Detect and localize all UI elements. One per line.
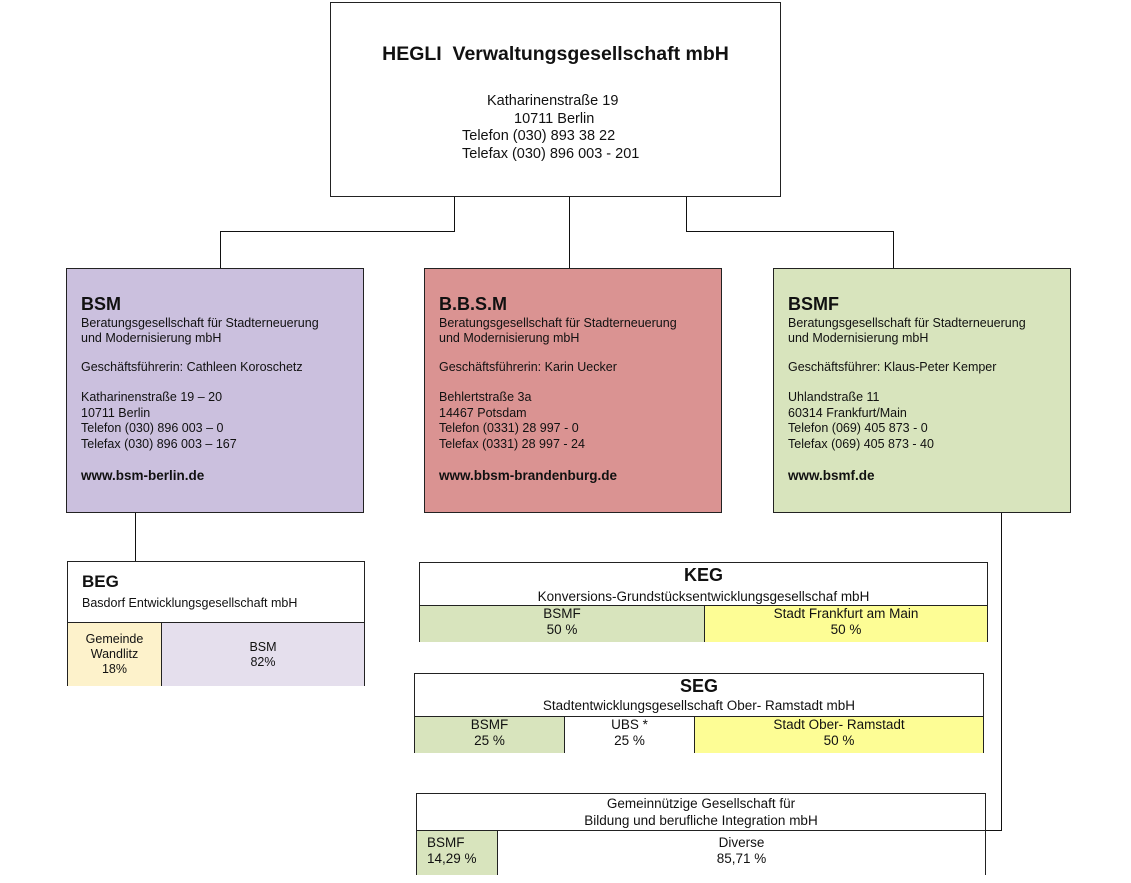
subsidiary-address: Uhlandstraße 11 60314 Frankfurt/Main Tel…: [788, 390, 1070, 452]
parent-fax: Telefax (030) 896 003 - 201: [462, 145, 640, 162]
subsidiary-website-link[interactable]: www.bsm-berlin.de: [81, 468, 205, 483]
gg-full-name-line-2: Bildung und berufliche Integration mbH: [584, 813, 818, 828]
share-holder: Diverse: [718, 835, 765, 850]
share-holder-line-1: Gemeinde: [85, 632, 144, 646]
share-percent: 18%: [101, 662, 128, 676]
full-name-line-2: und Modernisierung mbH: [788, 331, 929, 345]
connector-right-horizontal: [686, 231, 894, 232]
beg-box: BEG Basdorf Entwicklungsgesellschaft mbH…: [67, 561, 365, 686]
beg-full-name: Basdorf Entwicklungsgesellschaft mbH: [82, 596, 298, 610]
keg-name: KEG: [683, 565, 723, 585]
subsidiary-street: Behlertstraße 3a: [439, 390, 532, 404]
subsidiary-city: 14467 Potsdam: [439, 405, 527, 420]
seg-share-ober-ramstadt: Stadt Ober- Ramstadt 50 %: [695, 716, 983, 753]
share-percent: 50 %: [823, 733, 855, 748]
share-holder: BSM: [249, 640, 277, 654]
connector-bsm-to-beg: [135, 513, 136, 561]
share-holder: BSMF: [470, 717, 509, 732]
parent-company-address: Katharinenstraße 19 10711 Berlin Telefon…: [331, 93, 780, 163]
keg-full-name: Konversions-Grundstücksentwicklungsgesel…: [537, 589, 870, 604]
connector-to-bsm: [220, 231, 221, 268]
full-name-line-2: und Modernisierung mbH: [81, 331, 222, 345]
subsidiary-city: 60314 Frankfurt/Main: [788, 405, 907, 420]
subsidiary-street: Katharinenstraße 19 – 20: [81, 390, 223, 404]
connector-bsmf-to-gg: [986, 830, 1002, 831]
seg-full-name: Stadtentwicklungsgesellschaft Ober- Rams…: [542, 698, 856, 713]
seg-share-bsmf: BSMF 25 %: [415, 716, 565, 753]
parent-phone: Telefon (030) 893 38 22: [462, 128, 616, 144]
share-holder: Stadt Ober- Ramstadt: [773, 717, 905, 732]
keg-box: KEG Konversions-Grundstücksentwicklungsg…: [419, 562, 988, 642]
subsidiary-bsm: BSM Beratungsgesellschaft für Stadterneu…: [66, 268, 364, 513]
connector-left-horizontal: [220, 231, 455, 232]
gg-share-bsmf: BSMF 14,29 %: [417, 830, 498, 875]
share-percent: 14,29 %: [427, 851, 477, 866]
share-holder: Stadt Frankfurt am Main: [773, 606, 919, 621]
share-holder: UBS *: [611, 717, 648, 732]
subsidiary-website-link[interactable]: www.bbsm-brandenburg.de: [439, 468, 618, 483]
subsidiary-bsmf: BSMF Beratungsgesellschaft für Stadterne…: [773, 268, 1071, 513]
parent-company-title: HEGLI Verwaltungsgesellschaft mbH: [382, 43, 729, 65]
share-percent: 25 %: [614, 733, 645, 748]
gg-box: Gemeinnützige Gesellschaft für Bildung u…: [416, 793, 986, 875]
connector-bsmf-down: [1001, 513, 1002, 830]
full-name-line-1: Beratungsgesellschaft für Stadterneuerun…: [788, 316, 1026, 330]
subsidiary-website-link[interactable]: www.bsmf.de: [788, 468, 875, 483]
beg-name: BEG: [82, 572, 119, 591]
beg-share-gemeinde: Gemeinde Wandlitz 18%: [68, 622, 162, 686]
share-holder: BSMF: [427, 835, 465, 850]
subsidiary-full-name: Beratungsgesellschaft für Stadterneuerun…: [788, 316, 1070, 346]
share-holder: BSMF: [543, 606, 581, 621]
share-percent: 50 %: [830, 622, 862, 637]
beg-share-bsm: BSM 82%: [162, 622, 364, 686]
parent-street: Katharinenstraße 19: [487, 93, 619, 109]
subsidiary-phone: Telefon (069) 405 873 - 0: [788, 421, 928, 435]
subsidiary-phone: Telefon (0331) 28 997 - 0: [439, 421, 579, 435]
subsidiary-name: BSM: [81, 294, 121, 314]
subsidiary-address: Katharinenstraße 19 – 20 10711 Berlin Te…: [81, 390, 363, 452]
connector-parent-left: [454, 197, 455, 231]
share-percent: 25 %: [474, 733, 505, 748]
parent-company-box: HEGLI Verwaltungsgesellschaft mbH Kathar…: [330, 2, 781, 197]
subsidiary-manager: Geschäftsführer: Klaus-Peter Kemper: [788, 360, 997, 374]
share-percent: 50 %: [546, 622, 578, 637]
seg-box: SEG Stadtentwicklungsgesellschaft Ober- …: [414, 673, 984, 753]
connector-to-bbsm: [569, 197, 570, 268]
subsidiary-name: BSMF: [788, 294, 839, 314]
subsidiary-name: B.B.S.M: [439, 294, 508, 314]
full-name-line-1: Beratungsgesellschaft für Stadterneuerun…: [439, 316, 677, 330]
seg-share-ubs: UBS * 25 %: [565, 716, 695, 753]
subsidiary-city: 10711 Berlin: [81, 405, 151, 420]
connector-parent-right: [686, 197, 687, 231]
subsidiary-full-name: Beratungsgesellschaft für Stadterneuerun…: [81, 316, 363, 346]
share-percent: 82%: [250, 655, 276, 669]
parent-city: 10711 Berlin: [514, 110, 595, 127]
subsidiary-address: Behlertstraße 3a 14467 Potsdam Telefon (…: [439, 390, 721, 452]
share-percent: 85,71 %: [716, 851, 767, 866]
full-name-line-2: und Modernisierung mbH: [439, 331, 580, 345]
connector-to-bsmf: [893, 231, 894, 268]
gg-share-diverse: Diverse 85,71 %: [498, 830, 985, 875]
subsidiary-street: Uhlandstraße 11: [788, 390, 880, 404]
subsidiary-fax: Telefax (069) 405 873 - 40: [788, 436, 934, 451]
full-name-line-1: Beratungsgesellschaft für Stadterneuerun…: [81, 316, 319, 330]
keg-share-frankfurt: Stadt Frankfurt am Main 50 %: [705, 605, 987, 642]
keg-share-bsmf: BSMF 50 %: [420, 605, 705, 642]
subsidiary-phone: Telefon (030) 896 003 – 0: [81, 421, 224, 435]
subsidiary-manager: Geschäftsführerin: Cathleen Koroschetz: [81, 360, 303, 374]
gg-full-name-line-1: Gemeinnützige Gesellschaft für: [606, 796, 796, 811]
subsidiary-fax: Telefax (0331) 28 997 - 24: [439, 436, 585, 451]
subsidiary-manager: Geschäftsführerin: Karin Uecker: [439, 360, 617, 374]
seg-name: SEG: [679, 676, 718, 696]
subsidiary-full-name: Beratungsgesellschaft für Stadterneuerun…: [439, 316, 721, 346]
subsidiary-fax: Telefax (030) 896 003 – 167: [81, 436, 237, 451]
subsidiary-bbsm: B.B.S.M Beratungsgesellschaft für Stadte…: [424, 268, 722, 513]
share-holder-line-2: Wandlitz: [90, 647, 139, 661]
